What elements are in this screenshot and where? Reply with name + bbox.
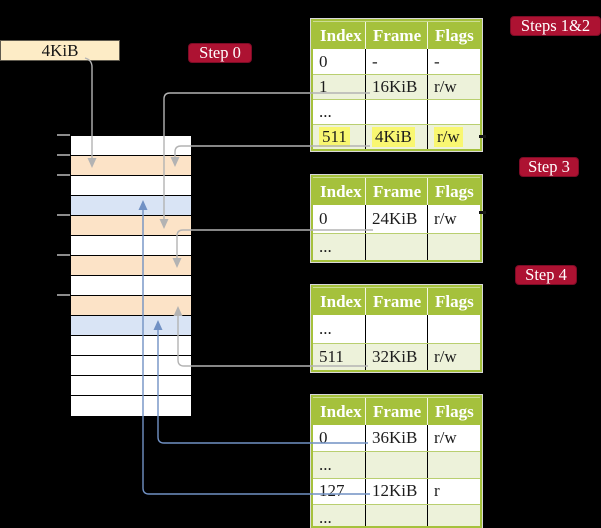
column-header-flags: Flags [427, 22, 480, 49]
table-row: ... [313, 451, 480, 478]
memory-row-peach [71, 216, 191, 236]
cell-flags [427, 233, 480, 260]
memory-row-blue [71, 196, 191, 216]
physical-memory-stack [70, 135, 192, 417]
connector-stub [479, 135, 486, 138]
cell-index: ... [319, 454, 332, 474]
cell-index: 1 [319, 77, 328, 96]
page-table-3: Index Frame Flags ... 511 32KiB r/w [310, 284, 483, 373]
column-header-frame: Frame [365, 398, 427, 425]
column-header-index: Index [320, 181, 362, 201]
table-row: 1 16KiB r/w [313, 74, 480, 99]
badge-steps-1-2: Steps 1&2 [510, 16, 601, 36]
memory-row-white [71, 356, 191, 376]
memory-row-white [71, 336, 191, 356]
cell-frame: 36KiB [365, 425, 427, 452]
cell-index: 0 [319, 208, 328, 228]
table-row: 0 - - [313, 49, 480, 74]
cell-flags: r/w [427, 125, 480, 149]
column-header-flags: Flags [427, 288, 480, 315]
column-header-index: Index [320, 291, 362, 311]
cell-index: 127 [319, 481, 345, 501]
highlight: r/w [434, 127, 463, 147]
cell-flags: r/w [427, 205, 480, 233]
table-row: 127 12KiB r [313, 477, 480, 504]
table-header: Index Frame Flags [313, 21, 480, 49]
column-header-frame: Frame [365, 288, 427, 315]
cell-flags [427, 315, 480, 343]
table-row: ... [313, 503, 480, 527]
cell-flags [427, 100, 480, 124]
badge-step-0: Step 0 [188, 43, 252, 63]
table-header: Index Frame Flags [313, 397, 480, 425]
cell-frame: 32KiB [365, 343, 427, 370]
page-table-1: Index Frame Flags 0 - - 1 16KiB r/w ... … [310, 18, 483, 152]
cell-frame: - [365, 49, 427, 74]
page-table-4: Index Frame Flags 0 36KiB r/w ... 127 12… [310, 394, 483, 528]
column-header-index: Index [320, 401, 362, 421]
memory-tick [57, 254, 70, 256]
memory-tick [57, 294, 70, 296]
cell-index: 0 [319, 51, 328, 71]
table-row: ... [313, 99, 480, 124]
cell-index: ... [319, 236, 332, 256]
connector-stub [479, 211, 486, 214]
cell-flags [427, 504, 480, 526]
highlight: 511 [319, 127, 350, 147]
cell-flags: r/w [427, 75, 480, 99]
column-header-frame: Frame [365, 178, 427, 205]
memory-row-blue [71, 316, 191, 336]
cell-flags: - [427, 49, 480, 74]
cell-frame [365, 315, 427, 343]
cell-index: 0 [319, 428, 328, 448]
cell-index: ... [319, 102, 332, 121]
memory-tick [57, 154, 70, 156]
table-row-highlighted: 511 4KiB r/w [313, 124, 480, 149]
table-header: Index Frame Flags [313, 287, 480, 315]
table-row: ... [313, 232, 480, 260]
table-row: 0 24KiB r/w [313, 205, 480, 233]
table-header: Index Frame Flags [313, 177, 480, 205]
cell-flags: r [427, 478, 480, 504]
cell-index: ... [319, 318, 332, 338]
cell-frame: 16KiB [365, 75, 427, 99]
memory-row-peach [71, 256, 191, 276]
highlight: 4KiB [372, 127, 415, 147]
cell-frame [365, 504, 427, 526]
cell-frame [365, 233, 427, 260]
column-header-frame: Frame [365, 22, 427, 49]
badge-step-4: Step 4 [515, 265, 577, 285]
cell-frame: 24KiB [365, 205, 427, 233]
cell-index: 511 [313, 125, 365, 149]
column-header-flags: Flags [427, 398, 480, 425]
cell-frame [365, 452, 427, 478]
table-row: ... [313, 315, 480, 343]
cell-frame: 4KiB [365, 125, 427, 149]
memory-row-peach [71, 156, 191, 176]
memory-row-white [71, 376, 191, 396]
cell-frame [365, 100, 427, 124]
memory-row-peach [71, 296, 191, 316]
memory-tick [57, 134, 70, 136]
page-table-2: Index Frame Flags 0 24KiB r/w ... [310, 174, 483, 263]
cell-index: ... [319, 507, 332, 527]
memory-row-white [71, 236, 191, 256]
badge-step-3: Step 3 [519, 157, 579, 177]
memory-row-white [71, 176, 191, 196]
cell-flags: r/w [427, 343, 480, 370]
memory-row-white [71, 276, 191, 296]
cell-index: 511 [319, 346, 344, 366]
memory-row-white [71, 396, 191, 416]
memory-tick [57, 174, 70, 176]
cell-frame: 12KiB [365, 478, 427, 504]
frame-size-label: 4KiB [0, 40, 120, 61]
column-header-index: Index [320, 25, 362, 45]
column-header-flags: Flags [427, 178, 480, 205]
table-row: 0 36KiB r/w [313, 425, 480, 452]
cell-flags [427, 452, 480, 478]
cell-flags: r/w [427, 425, 480, 452]
table-row: 511 32KiB r/w [313, 342, 480, 370]
memory-tick [57, 214, 70, 216]
memory-row-white [71, 136, 191, 156]
